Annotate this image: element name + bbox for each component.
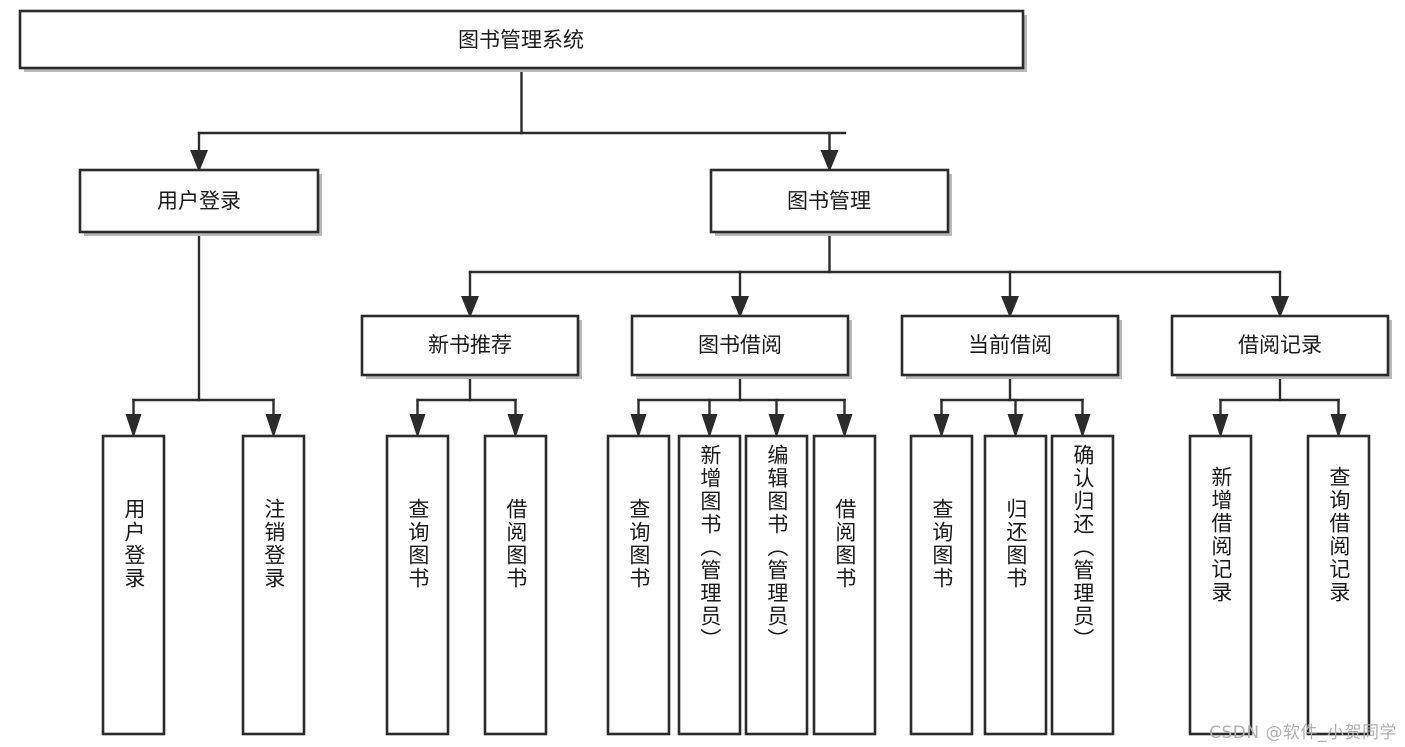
arrowhead-leaf-new-2 [507, 414, 524, 438]
node-borrow-record-rect[interactable] [1170, 314, 1390, 377]
arrowhead-to-user-login [190, 150, 208, 172]
node-book-borrow[interactable]: 图书借阅 [630, 314, 852, 379]
arrowhead-leaf-user-2 [265, 414, 282, 438]
leaf-box-edit-book-admin[interactable] [744, 434, 809, 736]
arrowhead-to-current-borrow [1001, 296, 1019, 318]
node-new-book-recommend-rect[interactable] [360, 314, 580, 377]
leaf-box-add-book-admin[interactable] [677, 434, 742, 736]
leaf-box-query-book-current[interactable] [909, 434, 974, 736]
arrowhead-leaf-borrow-3 [768, 414, 785, 438]
node-book-management-label: 图书管理 [787, 189, 871, 213]
node-borrow-record[interactable]: 借阅记录 [1170, 314, 1392, 379]
node-current-borrow-label: 当前借阅 [968, 333, 1052, 357]
arrowhead-to-book-management [820, 150, 839, 172]
arrowhead-layer [125, 150, 1347, 438]
arrowhead-leaf-current-3 [1074, 414, 1091, 438]
arrowhead-leaf-user-1 [125, 414, 142, 438]
leaf-box-user-login[interactable] [101, 434, 166, 736]
node-current-borrow[interactable]: 当前借阅 [900, 314, 1122, 379]
arrowhead-to-book-borrow [731, 296, 749, 318]
leaf-box-confirm-return-admin[interactable] [1050, 434, 1115, 736]
arrowhead-to-borrow-record [1271, 296, 1289, 318]
arrowhead-leaf-record-1 [1212, 414, 1229, 438]
node-new-book-recommend[interactable]: 新书推荐 [360, 314, 582, 379]
leaf-box-borrow-book-new[interactable] [483, 434, 548, 736]
arrowhead-leaf-new-1 [409, 414, 426, 438]
node-user-login-label: 用户登录 [157, 189, 241, 213]
node-root[interactable]: 图书管理系统 [18, 9, 1027, 72]
leaf-box-query-book-new[interactable] [385, 434, 450, 736]
watermark-text: CSDN @软件_小贺同学 [1209, 723, 1397, 743]
node-user-login-rect[interactable] [78, 168, 320, 234]
node-book-borrow-label: 图书借阅 [698, 333, 782, 357]
arrowhead-leaf-current-2 [1007, 414, 1024, 438]
leaf-box-borrow-book[interactable] [812, 434, 877, 736]
node-book-management-rect[interactable] [709, 168, 950, 234]
node-root-label: 图书管理系统 [458, 28, 584, 52]
arrowhead-leaf-borrow-4 [836, 414, 853, 438]
arrowhead-leaf-borrow-1 [630, 414, 647, 438]
node-book-borrow-rect[interactable] [630, 314, 850, 377]
node-book-management[interactable]: 图书管理 [709, 168, 952, 236]
leaf-box-query-borrow-record[interactable] [1306, 434, 1371, 736]
leaf-box-add-borrow-record[interactable] [1188, 434, 1253, 736]
arrowhead-leaf-current-1 [933, 414, 950, 438]
node-user-login[interactable]: 用户登录 [78, 168, 322, 236]
arrowhead-to-new-book [461, 296, 479, 318]
node-root-rect[interactable] [18, 9, 1025, 70]
arrowhead-leaf-record-2 [1330, 414, 1347, 438]
node-current-borrow-rect[interactable] [900, 314, 1120, 377]
node-new-book-recommend-label: 新书推荐 [428, 333, 512, 357]
node-borrow-record-label: 借阅记录 [1238, 333, 1322, 357]
leaf-box-query-book-borrow[interactable] [606, 434, 671, 736]
arrowhead-leaf-borrow-2 [701, 414, 718, 438]
leaf-box-layer[interactable] [101, 434, 1371, 736]
leaf-box-return-book[interactable] [983, 434, 1048, 736]
leaf-box-logout[interactable] [241, 434, 306, 736]
